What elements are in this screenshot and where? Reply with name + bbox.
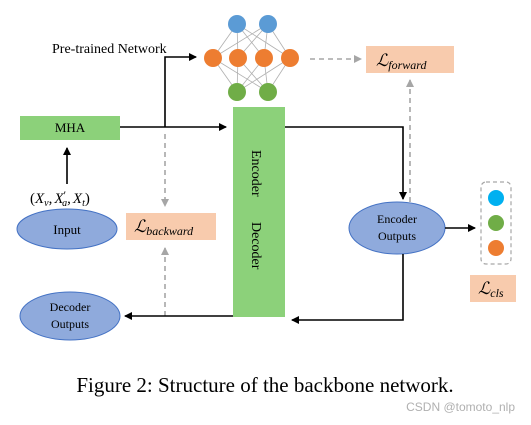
loss-forward-box: ℒforward <box>366 46 454 73</box>
loss-cls-subscript: cls <box>490 286 504 300</box>
watermark: CSDN @tomoto_nlp <box>406 400 515 414</box>
decoder-outputs-node: Decoder Outputs <box>19 291 121 341</box>
net-node-input-1 <box>228 15 246 33</box>
loss-forward-subscript: forward <box>388 58 427 72</box>
loss-backward-box: ℒbackward <box>126 213 216 240</box>
svg-text:ℒforward: ℒforward <box>376 51 427 72</box>
net-node-output-1 <box>228 83 246 101</box>
arrow-mha-to-network <box>164 53 197 127</box>
class-node-3 <box>488 240 504 256</box>
net-node-input-2 <box>259 15 277 33</box>
class-node-2 <box>488 215 504 231</box>
classifier-output <box>480 181 512 265</box>
pretrained-network-label: Pre-trained Network <box>52 42 167 57</box>
loss-backward-symbol: ℒ <box>134 217 147 236</box>
decoder-outputs-line2: Outputs <box>51 317 89 331</box>
input-label: Input <box>53 222 81 237</box>
svg-text:ℒbackward: ℒbackward <box>134 217 194 238</box>
net-node-hidden-2 <box>229 49 247 67</box>
encoder-outputs-line2: Outputs <box>378 229 416 243</box>
input-formula: (Xv,X′a,Xt) <box>30 188 90 209</box>
loss-forward-symbol: ℒ <box>376 51 389 70</box>
net-node-hidden-1 <box>204 49 222 67</box>
encoder-decoder-box: Encoder Decoder <box>233 107 285 317</box>
net-node-output-2 <box>259 83 277 101</box>
decoder-outputs-line1: Decoder <box>50 300 91 314</box>
pretrained-network-nodes <box>204 15 299 101</box>
svg-text:Encoder: Encoder <box>248 150 263 197</box>
mha-label: MHA <box>55 120 86 135</box>
loss-backward-subscript: backward <box>146 224 194 238</box>
net-node-hidden-4 <box>281 49 299 67</box>
loss-cls-box: ℒcls <box>470 275 516 302</box>
arrow-encoder-to-outputs <box>285 126 407 200</box>
class-node-1 <box>488 190 504 206</box>
figure-caption: Figure 2: Structure of the backbone netw… <box>76 373 453 397</box>
svg-text:Decoder: Decoder <box>248 222 263 270</box>
mha-box: MHA <box>20 116 120 140</box>
net-node-hidden-3 <box>255 49 273 67</box>
decoder-label: Decoder <box>248 222 263 270</box>
arrow-outputs-to-decoder <box>291 254 404 324</box>
input-node: Input <box>16 208 118 250</box>
loss-cls-symbol: ℒ <box>478 279 491 298</box>
pretrained-network-edges <box>212 23 291 93</box>
svg-text:ℒcls: ℒcls <box>478 279 504 300</box>
encoder-label: Encoder <box>248 150 263 197</box>
encoder-outputs-node: Encoder Outputs <box>348 201 446 255</box>
encoder-outputs-line1: Encoder <box>377 212 417 226</box>
